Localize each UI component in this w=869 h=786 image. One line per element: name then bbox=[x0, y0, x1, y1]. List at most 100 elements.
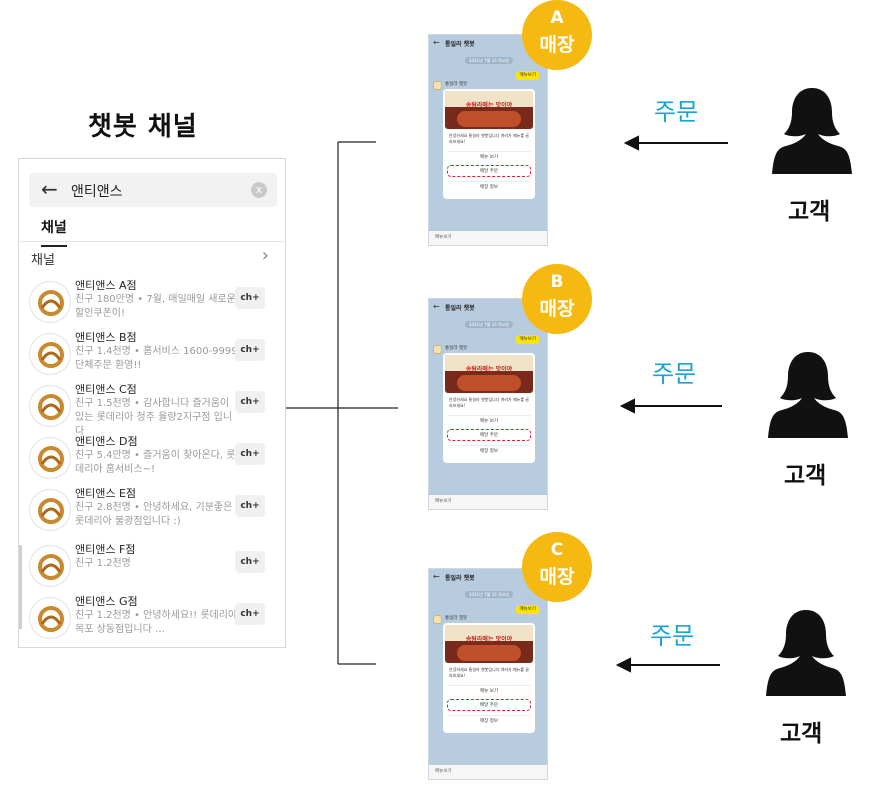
order-arrow-b-head bbox=[619, 398, 635, 414]
channel-name: 앤티앤스 G점 bbox=[75, 595, 138, 608]
order-button[interactable]: 배달 주문 bbox=[447, 699, 531, 711]
channel-item[interactable]: 앤티앤스 A점 친구 180만명 • 7월, 매일매일 새로운 할인쿠폰이! c… bbox=[19, 275, 285, 327]
banner-headline: 송탐라매는 맛이야 bbox=[465, 102, 513, 109]
channel-name: 앤티앤스 A점 bbox=[75, 279, 137, 292]
order-arrow-c-head bbox=[615, 657, 631, 673]
channel-desc: 친구 1.2천명 • 안녕하세요!! 롯데리아 목포 상동점입니다 … bbox=[75, 610, 238, 635]
add-channel-button[interactable]: ch+ bbox=[235, 551, 265, 573]
food-image bbox=[457, 645, 521, 661]
store-letter: B bbox=[550, 272, 564, 292]
card-text: 안녕하세요 통일라 챗봇입니다 여러가 메뉴를 골라보세요! bbox=[449, 397, 529, 408]
bot-card: 송탐라매는 맛이야 안녕하세요 통일라 챗봇입니다 여러가 메뉴를 골라보세요!… bbox=[443, 623, 535, 733]
store-label: 매장 bbox=[539, 298, 575, 320]
menu-button[interactable]: 메뉴 보기 bbox=[447, 415, 531, 427]
channel-title: 챗봇 채널 bbox=[88, 112, 198, 142]
chatbot-screen-a: ← 통일라 챗봇 2021년 7월 16 목요일 메뉴보기 통일라 챗봇 송탐라… bbox=[428, 34, 548, 246]
chat-footer[interactable]: 메뉴보기 bbox=[429, 495, 547, 509]
user-message: 메뉴보기 bbox=[516, 605, 539, 614]
add-channel-button[interactable]: ch+ bbox=[235, 339, 265, 361]
chevron-right-icon[interactable]: › bbox=[261, 245, 269, 266]
order-arrows bbox=[615, 135, 728, 673]
bot-avatar bbox=[433, 81, 442, 90]
user-message: 메뉴보기 bbox=[516, 71, 539, 80]
order-label-b: 주문 bbox=[652, 360, 697, 388]
add-channel-button[interactable]: ch+ bbox=[235, 391, 265, 413]
promo-banner: 송탐라매는 맛이야 bbox=[445, 625, 533, 663]
channel-name: 앤티앤스 D점 bbox=[75, 435, 138, 448]
card-text: 안녕하세요 통일라 챗봇입니다 여러가 메뉴를 골라보세요! bbox=[449, 133, 529, 144]
channel-desc: 친구 2.8천명 • 안녕하세요, 기분좋은 롯데리아 불광점입니다 :) bbox=[75, 502, 233, 527]
channel-item[interactable]: 앤티앤스 C점 친구 1.5천명 • 감사합니다 즐거움이 있는 롯데리아 청주… bbox=[19, 379, 285, 437]
tab-channel[interactable]: 채널 bbox=[41, 217, 67, 247]
store-letter: A bbox=[550, 8, 564, 28]
store-info-button[interactable]: 매장 정보 bbox=[447, 445, 531, 457]
store-info-button[interactable]: 매장 정보 bbox=[447, 181, 531, 193]
customer-icons bbox=[766, 88, 852, 696]
chat-header bbox=[429, 299, 547, 317]
banner-top bbox=[445, 91, 533, 107]
store-badge-b: B 매장 bbox=[522, 264, 592, 334]
food-image bbox=[457, 111, 521, 127]
customer-icon-c bbox=[766, 610, 846, 696]
store-badge-a: A 매장 bbox=[522, 0, 592, 70]
chat-footer[interactable]: 메뉴보기 bbox=[429, 231, 547, 245]
add-channel-button[interactable]: ch+ bbox=[235, 443, 265, 465]
chat-header bbox=[429, 35, 547, 53]
chat-title: 통일라 챗봇 bbox=[445, 305, 475, 312]
order-label-c: 주문 bbox=[650, 622, 695, 650]
search-bar[interactable]: ← 앤티앤스 x bbox=[29, 173, 277, 207]
back-arrow-icon[interactable]: ← bbox=[41, 177, 58, 201]
order-arrow-a-head bbox=[623, 135, 639, 151]
date-divider: 2021년 7월 16 목요일 bbox=[465, 591, 513, 598]
chatbot-screen-b: ← 통일라 챗봇 2021년 7월 16 목요일 메뉴보기 통일라 챗봇 송탐라… bbox=[428, 298, 548, 510]
store-info-button[interactable]: 매장 정보 bbox=[447, 715, 531, 727]
back-arrow-icon[interactable]: ← bbox=[433, 302, 440, 311]
menu-button[interactable]: 메뉴 보기 bbox=[447, 685, 531, 697]
add-channel-button[interactable]: ch+ bbox=[235, 287, 265, 309]
pretzel-logo-icon bbox=[29, 597, 71, 639]
card-text: 안녕하세요 통일라 챗봇입니다 여러가 메뉴를 골라보세요! bbox=[449, 667, 529, 678]
menu-button[interactable]: 메뉴 보기 bbox=[447, 151, 531, 163]
channel-search-screen: ← 앤티앤스 x 채널 채널 › 앤티앤스 A점 친구 180만명 • 7월, … bbox=[18, 158, 286, 648]
channel-item[interactable]: 앤티앤스 D점 친구 5.4만명 • 즐거움이 찾아온다, 롯데리아 홈서비스~… bbox=[19, 431, 285, 483]
add-channel-button[interactable]: ch+ bbox=[235, 603, 265, 625]
banner-headline: 송탐라매는 맛이야 bbox=[465, 366, 513, 373]
banner-top bbox=[445, 355, 533, 371]
pretzel-logo-icon bbox=[29, 437, 71, 479]
store-label: 매장 bbox=[539, 566, 575, 588]
date-divider: 2021년 7월 16 목요일 bbox=[465, 57, 513, 64]
channel-item[interactable]: 앤티앤스 G점 친구 1.2천명 • 안녕하세요!! 롯데리아 목포 상동점입니… bbox=[19, 591, 285, 643]
chat-title: 통일라 챗봇 bbox=[445, 41, 475, 48]
scrollbar[interactable] bbox=[19, 545, 22, 629]
pretzel-logo-icon bbox=[29, 489, 71, 531]
store-label: 매장 bbox=[539, 34, 575, 56]
clear-search-icon[interactable]: x bbox=[251, 182, 267, 198]
tab-divider bbox=[19, 241, 285, 242]
store-badge-c: C 매장 bbox=[522, 532, 592, 602]
search-input[interactable]: 앤티앤스 bbox=[71, 184, 123, 200]
order-button[interactable]: 배달 주문 bbox=[447, 429, 531, 441]
channel-desc: 친구 5.4만명 • 즐거움이 찾아온다, 롯데리아 홈서비스~! bbox=[75, 450, 236, 475]
chat-title: 통일라 챗봇 bbox=[445, 575, 475, 582]
channel-desc: 친구 1.2천명 bbox=[75, 558, 131, 569]
customer-icon-a bbox=[772, 88, 852, 174]
back-arrow-icon[interactable]: ← bbox=[433, 572, 440, 581]
bot-card: 송탐라매는 맛이야 안녕하세요 통일라 챗봇입니다 여러가 메뉴를 골라보세요!… bbox=[443, 89, 535, 199]
pretzel-logo-icon bbox=[29, 281, 71, 323]
chat-footer[interactable]: 메뉴보기 bbox=[429, 765, 547, 779]
channel-name: 앤티앤스 E점 bbox=[75, 487, 137, 500]
bot-card: 송탐라매는 맛이야 안녕하세요 통일라 챗봇입니다 여러가 메뉴를 골라보세요!… bbox=[443, 353, 535, 463]
channel-item[interactable]: 앤티앤스 B점 친구 1.4천명 • 홈서비스 1600-9999 단체주문 환… bbox=[19, 327, 285, 379]
channel-item[interactable]: 앤티앤스 F점 친구 1.2천명 ch+ bbox=[19, 539, 285, 591]
add-channel-button[interactable]: ch+ bbox=[235, 495, 265, 517]
back-arrow-icon[interactable]: ← bbox=[433, 38, 440, 47]
bot-name: 통일라 챗봇 bbox=[445, 82, 468, 87]
chatbot-screen-c: ← 통일라 챗봇 2021년 7월 16 목요일 메뉴보기 통일라 챗봇 송탐라… bbox=[428, 568, 548, 780]
channel-item[interactable]: 앤티앤스 E점 친구 2.8천명 • 안녕하세요, 기분좋은 롯데리아 불광점입… bbox=[19, 483, 285, 535]
chat-header bbox=[429, 569, 547, 587]
channel-name: 앤티앤스 C점 bbox=[75, 383, 137, 396]
channel-desc: 친구 180만명 • 7월, 매일매일 새로운 할인쿠폰이! bbox=[75, 294, 236, 319]
store-letter: C bbox=[550, 540, 564, 560]
order-button[interactable]: 배달 주문 bbox=[447, 165, 531, 177]
